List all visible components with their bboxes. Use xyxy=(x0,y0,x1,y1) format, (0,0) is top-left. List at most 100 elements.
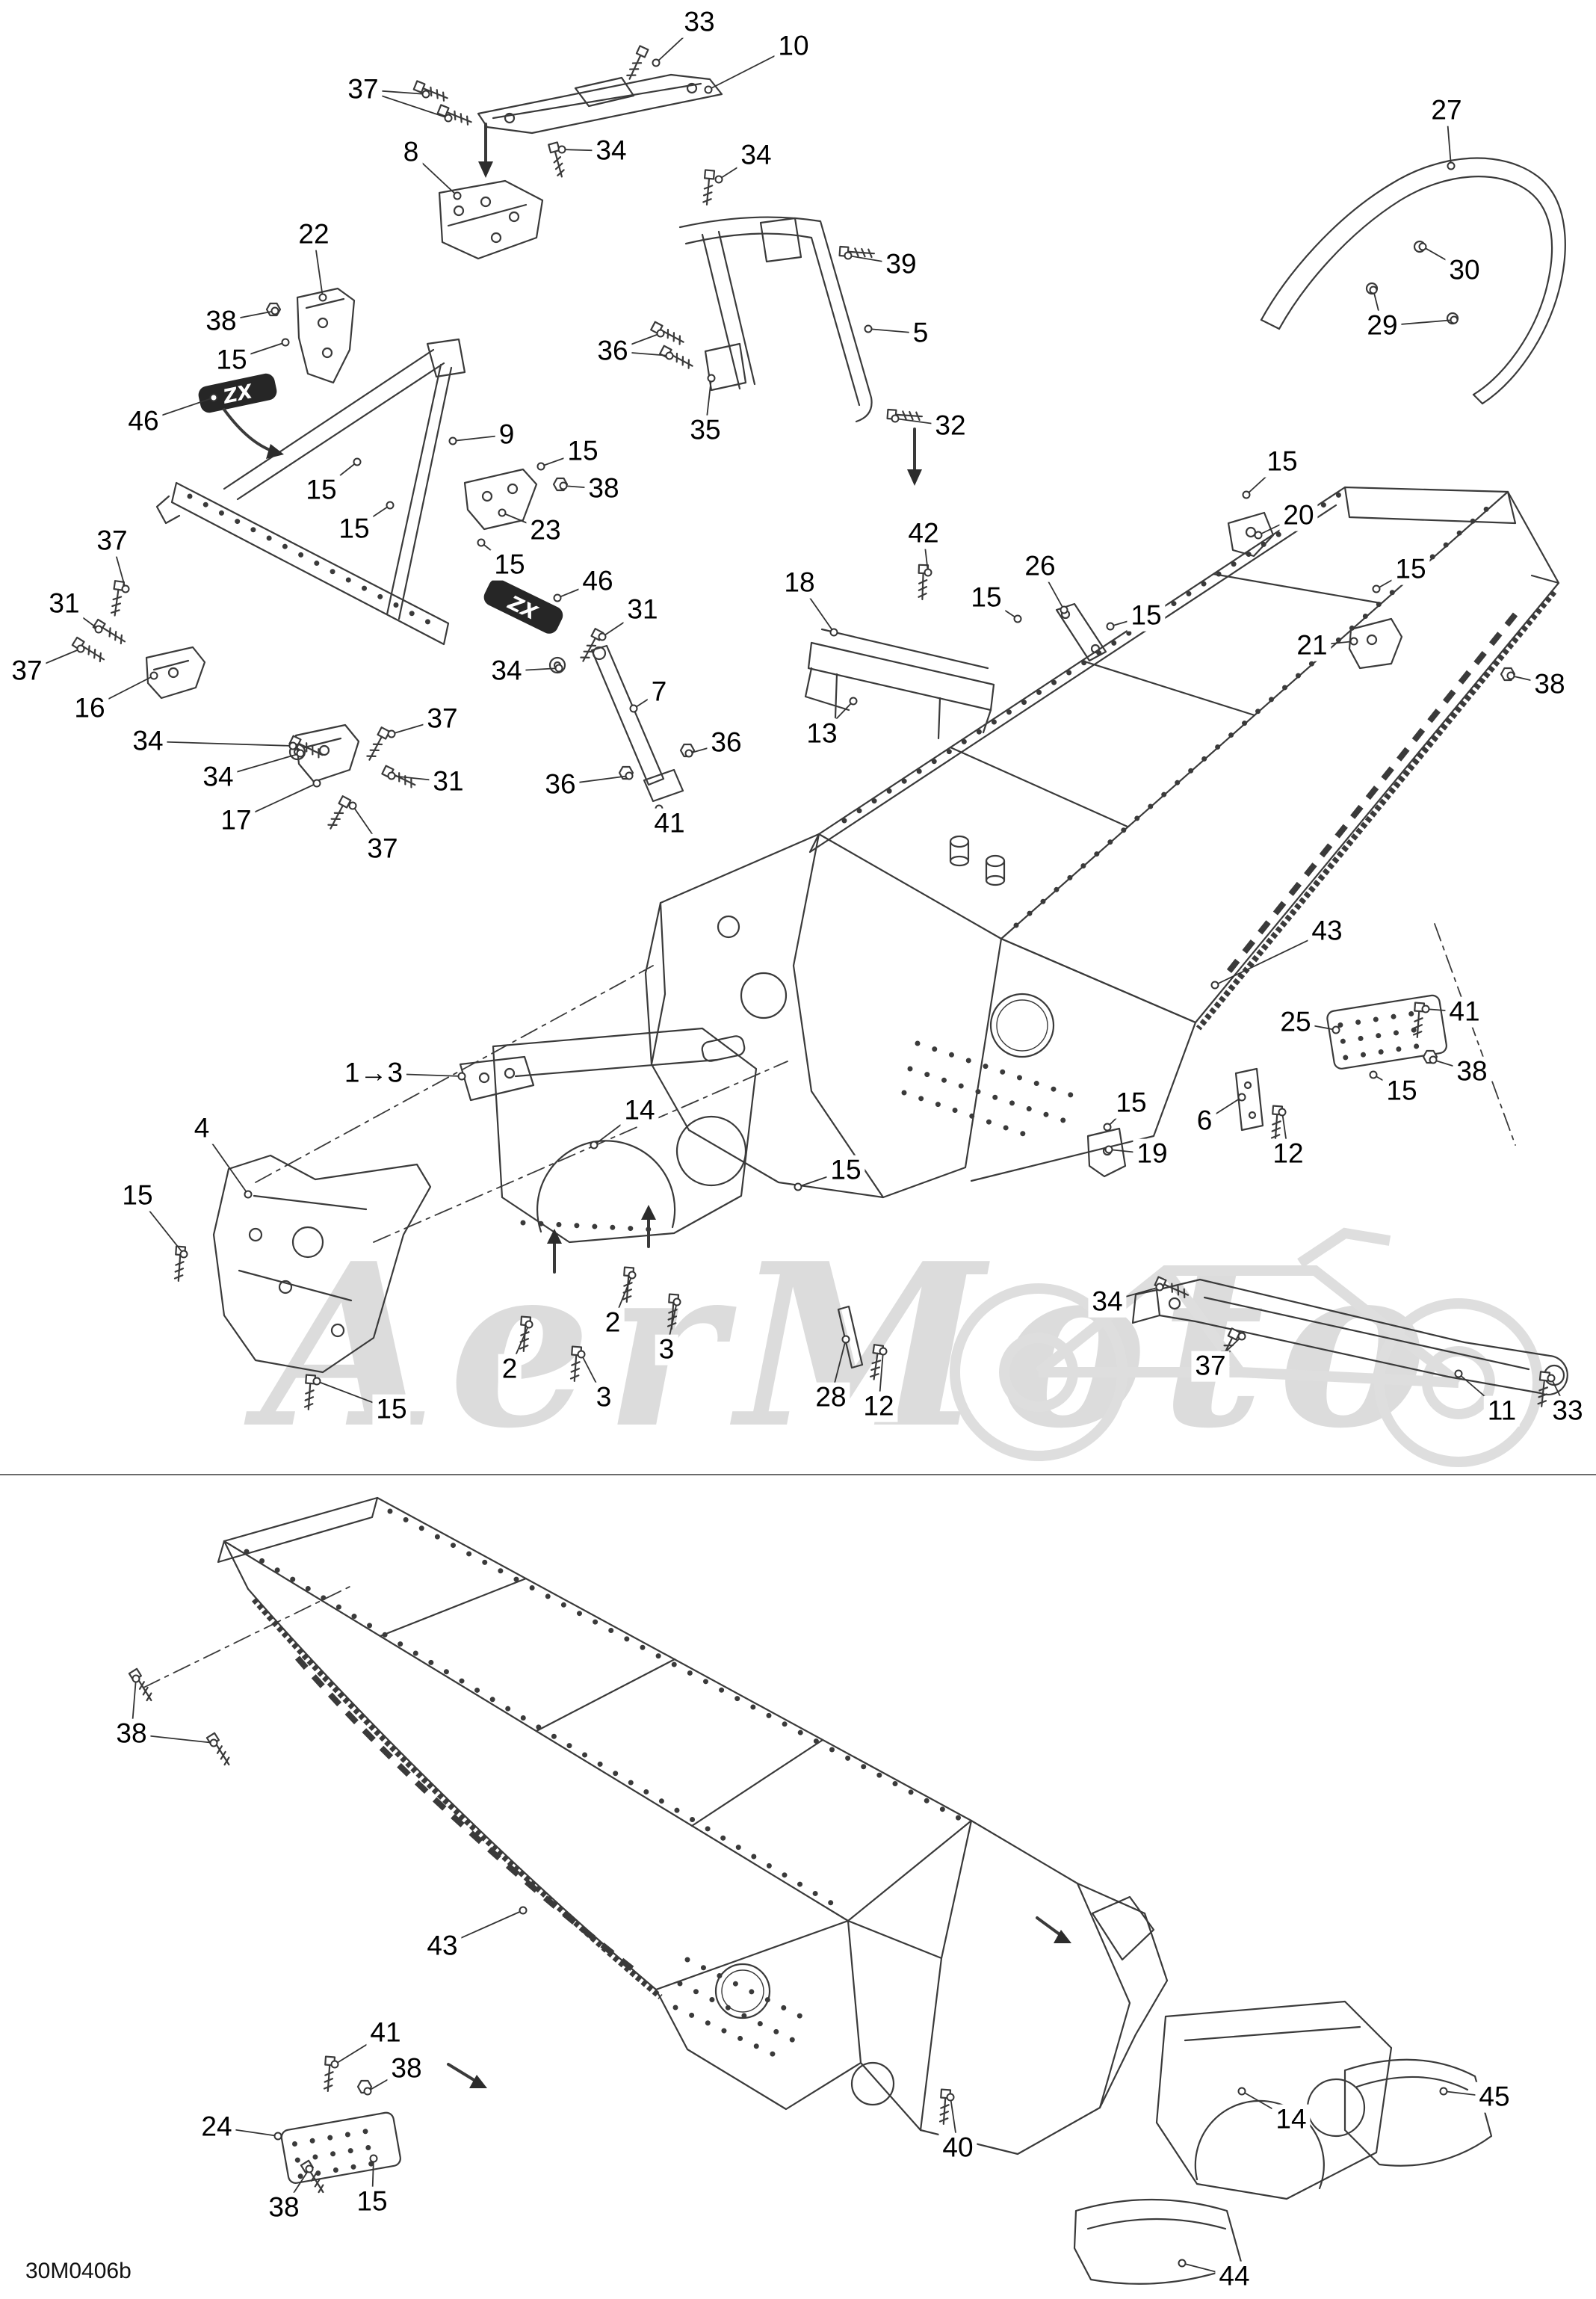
part-14-front-module-lower xyxy=(1155,2000,1393,2200)
callout-15: 15 xyxy=(353,2186,392,2218)
callout-38: 38 xyxy=(584,473,623,504)
part-1-3-plate xyxy=(459,1055,535,1102)
callout-15: 15 xyxy=(372,1394,411,1425)
callout-15: 15 xyxy=(967,582,1006,614)
part-24-footrest xyxy=(280,2111,401,2184)
callout-12: 12 xyxy=(1269,1138,1308,1170)
part-11-rear-arm xyxy=(1131,1278,1568,1395)
watermark: AerMoto xyxy=(244,1214,1543,1478)
callout-5: 5 xyxy=(909,318,932,349)
callout-15: 15 xyxy=(826,1155,865,1186)
callout-17: 17 xyxy=(217,805,256,836)
part-23-bracket xyxy=(463,468,538,531)
part-10-front-bumper xyxy=(477,73,723,135)
callout-37: 37 xyxy=(93,525,132,557)
callout-41: 41 xyxy=(366,2017,405,2049)
callout-34: 34 xyxy=(487,655,526,687)
callout-19: 19 xyxy=(1133,1138,1172,1170)
callout-37: 37 xyxy=(1191,1351,1230,1382)
part-27-rear-bumper xyxy=(1260,157,1566,405)
callout-37: 37 xyxy=(423,703,462,735)
callout-46: 46 xyxy=(578,566,617,597)
callout-40: 40 xyxy=(938,2132,977,2164)
callout-38: 38 xyxy=(387,2053,426,2084)
part-21-bracket xyxy=(1348,617,1403,670)
part-22-bracket xyxy=(296,287,356,384)
callout-24: 24 xyxy=(197,2111,236,2143)
part-25-footrest xyxy=(1326,994,1447,1070)
part-9-frame-support xyxy=(155,338,466,646)
callout-3: 3 xyxy=(655,1334,678,1365)
callout-12: 12 xyxy=(859,1391,898,1422)
callout-38: 38 xyxy=(1530,669,1569,700)
callout-44: 44 xyxy=(1215,2261,1254,2292)
diagram-code: 30M0406b xyxy=(25,2259,132,2283)
callout-36: 36 xyxy=(541,769,580,800)
callout-3: 3 xyxy=(592,1382,616,1413)
callout-15: 15 xyxy=(302,475,341,506)
callout-30: 30 xyxy=(1445,255,1484,286)
callout-16: 16 xyxy=(70,693,109,724)
part-16-bracket xyxy=(145,646,206,700)
callout-32: 32 xyxy=(931,410,970,442)
callout-8: 8 xyxy=(399,137,423,168)
callout-34: 34 xyxy=(199,762,238,793)
direction-arrows-lower xyxy=(447,1916,1071,2088)
callout-15: 15 xyxy=(1382,1076,1421,1107)
callout-31: 31 xyxy=(45,588,84,620)
center-line xyxy=(255,965,654,1183)
callout-35: 35 xyxy=(686,415,725,446)
callout-9: 9 xyxy=(495,419,519,451)
part-46-decal-upper: ZX xyxy=(198,373,277,413)
callout-34: 34 xyxy=(592,135,631,167)
part-4-front-bracket xyxy=(212,1154,432,1374)
callout-31: 31 xyxy=(623,594,662,626)
callout-15: 15 xyxy=(1112,1087,1151,1119)
callout-10: 10 xyxy=(774,31,813,62)
callout-2: 2 xyxy=(498,1354,522,1385)
diagram-linework: ZX ZX xyxy=(0,45,1596,2285)
callout-14: 14 xyxy=(1272,2104,1311,2135)
callout-34: 34 xyxy=(737,140,776,171)
part-28-rod xyxy=(837,1305,864,1369)
part-6-plate xyxy=(1234,1067,1264,1132)
callout-36: 36 xyxy=(707,727,746,759)
center-line xyxy=(1434,923,1516,1146)
callout-38: 38 xyxy=(112,1718,151,1750)
callout-42: 42 xyxy=(904,518,943,549)
callout-15: 15 xyxy=(490,549,529,581)
part-5-support-frame xyxy=(678,216,873,423)
callout-14: 14 xyxy=(620,1095,659,1126)
callout-15: 15 xyxy=(335,513,374,545)
washer xyxy=(288,743,306,761)
callout-45: 45 xyxy=(1475,2082,1514,2113)
callout-43: 43 xyxy=(1308,916,1346,947)
callout-36: 36 xyxy=(593,336,632,367)
callout-15: 15 xyxy=(563,436,602,467)
callout-37: 37 xyxy=(344,74,383,105)
callout-46: 46 xyxy=(124,406,163,437)
direction-arrows-upper xyxy=(223,123,922,1274)
callout-27: 27 xyxy=(1427,95,1466,126)
callout-13: 13 xyxy=(802,718,841,750)
callout-43: 43 xyxy=(423,1931,462,1962)
part-18-crossmember xyxy=(804,628,995,740)
part-chassis-lower-view xyxy=(143,1496,1169,2155)
callout-25: 25 xyxy=(1276,1007,1315,1038)
callout-38: 38 xyxy=(1453,1056,1491,1087)
callout-26: 26 xyxy=(1021,551,1060,582)
part-7-strut xyxy=(590,644,684,803)
part-8-bracket xyxy=(438,179,544,260)
callout-23: 23 xyxy=(526,515,565,546)
callout-6: 6 xyxy=(1193,1105,1216,1137)
callout-7: 7 xyxy=(647,676,671,708)
callout-31: 31 xyxy=(429,766,468,797)
callout-18: 18 xyxy=(780,567,819,599)
callout-15: 15 xyxy=(118,1180,157,1212)
callout-21: 21 xyxy=(1293,630,1331,661)
callout-38: 38 xyxy=(265,2192,303,2224)
part-14-front-module-upper xyxy=(492,1027,758,1244)
fasteners xyxy=(71,45,1551,2196)
part-17-bracket xyxy=(294,723,360,783)
